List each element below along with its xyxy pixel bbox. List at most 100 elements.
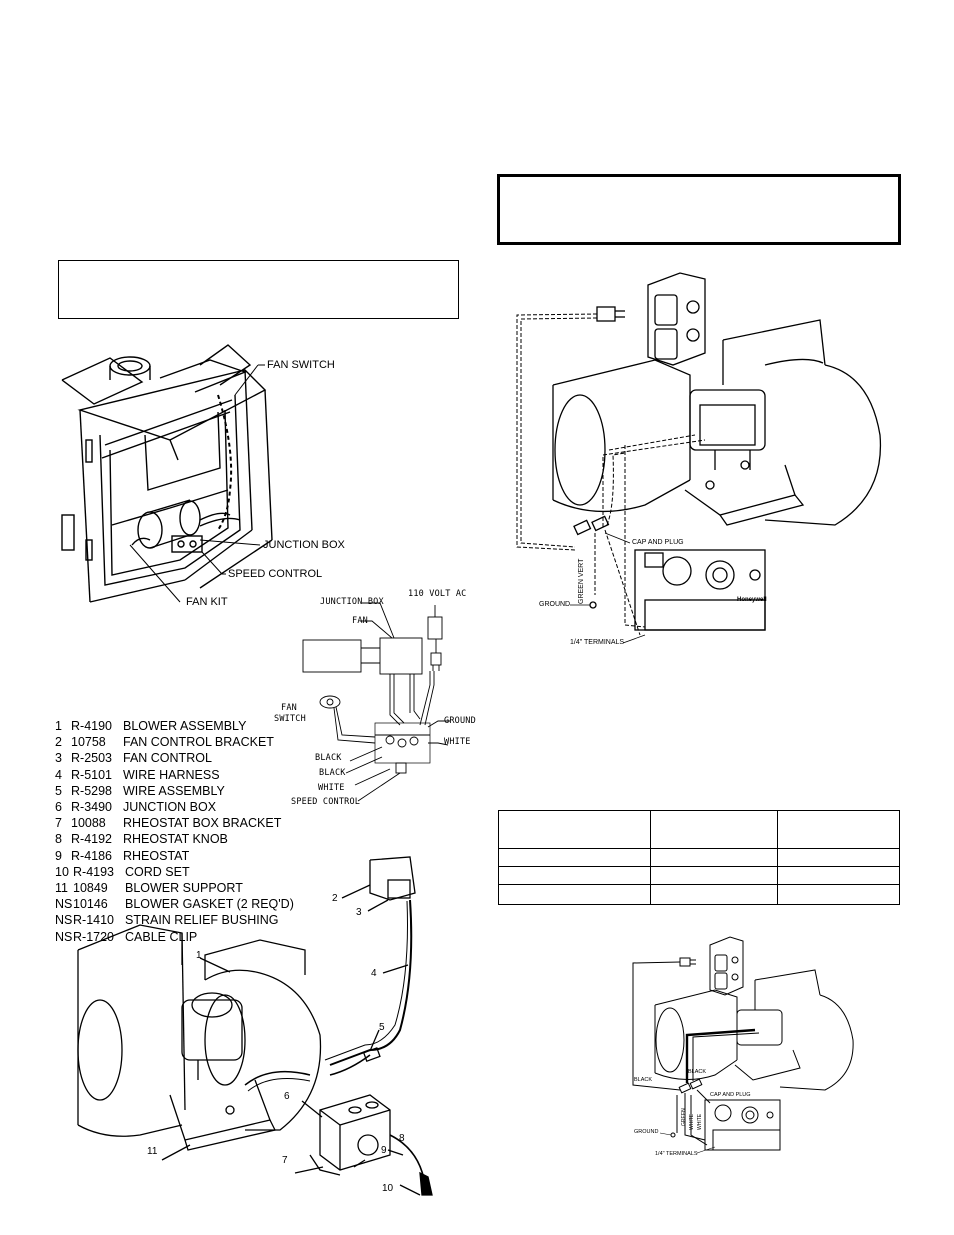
- valve-wiring-diagram-bottom: [625, 935, 865, 1165]
- wiring-black-label-2: BLACK: [319, 768, 346, 778]
- wiring-ground-label: GROUND: [444, 716, 476, 726]
- bottom-white-label-2: WHITE: [697, 1113, 703, 1130]
- part-description: RHEOSTAT KNOB: [123, 832, 228, 847]
- part-number: 10758: [71, 735, 106, 750]
- spec-cell-0-2: [777, 810, 900, 849]
- fan-switch-callout: FAN SWITCH: [267, 359, 335, 371]
- wiring-voltage-label: 110 VOLT AC: [408, 589, 467, 599]
- exploded-number-3: 3: [356, 907, 362, 918]
- parts-list-row: 8 R-4192 RHEOSTAT KNOB: [55, 831, 295, 847]
- part-item-number: 5: [55, 783, 62, 798]
- wiring-schematic-drawing: [302, 602, 450, 802]
- spec-cell-1-0: [498, 848, 651, 867]
- wiring-white-label-2: WHITE: [318, 783, 345, 793]
- part-item-number: 8: [55, 832, 62, 847]
- part-number: R-5298: [71, 783, 112, 798]
- bottom-ground-label: GROUND: [634, 1129, 659, 1135]
- part-number: R-4192: [71, 832, 112, 847]
- part-item-number: 9: [55, 848, 62, 863]
- spec-cell-2-2: [777, 866, 900, 885]
- part-item-number: 10: [55, 864, 69, 879]
- wiring-fan-label: FAN: [352, 616, 368, 626]
- part-item-number: NS: [55, 929, 73, 944]
- spec-cell-2-1: [650, 866, 778, 885]
- part-item-number: 7: [55, 816, 62, 831]
- bottom-white-label-1: WHITE: [689, 1113, 695, 1130]
- part-description: WIRE HARNESS: [123, 767, 220, 782]
- spec-cell-0-1: [650, 810, 778, 849]
- exploded-number-1: 1: [196, 950, 202, 961]
- exploded-number-2: 2: [332, 893, 338, 904]
- valve-wiring-top-drawing: [516, 272, 882, 644]
- part-description: STRAIN RELIEF BUSHING: [125, 913, 279, 928]
- bottom-green-label: GREEN: [681, 1108, 687, 1126]
- wiring-fan-switch-label-1: FAN: [281, 703, 297, 713]
- part-number: R-1410: [73, 913, 114, 928]
- right-heading-box: [497, 174, 901, 245]
- top-terminals-label: 1/4" TERMINALS: [570, 639, 625, 646]
- top-green-vert-label: GREEN VERT: [578, 558, 585, 604]
- exploded-blower-drawing: [77, 856, 433, 1196]
- left-heading-box: [58, 260, 459, 319]
- spec-cell-3-2: [777, 884, 900, 905]
- speed-control-callout: SPEED CONTROL: [228, 568, 323, 580]
- part-number: 10146: [73, 897, 108, 912]
- part-description: RHEOSTAT BOX BRACKET: [123, 816, 282, 831]
- exploded-number-9: 9: [381, 1145, 387, 1156]
- spec-cell-3-1: [650, 884, 778, 905]
- part-description: CORD SET: [125, 864, 190, 879]
- exploded-number-11: 11: [147, 1146, 158, 1157]
- part-item-number: 1: [55, 719, 62, 733]
- wiring-fan-switch-label-2: SWITCH: [274, 714, 306, 724]
- part-item-number: NS: [55, 913, 73, 928]
- exploded-number-5: 5: [379, 1022, 385, 1033]
- top-valve-brand-label: Honeywell: [737, 597, 767, 603]
- part-number: R-4190: [71, 719, 112, 733]
- wiring-speed-control-label: SPEED CONTROL: [291, 797, 361, 807]
- part-description: BLOWER GASKET (2 REQ'D): [125, 897, 294, 912]
- part-item-number: 2: [55, 735, 62, 750]
- exploded-number-7: 7: [282, 1155, 288, 1166]
- bottom-black-label-2: BLACK: [688, 1069, 707, 1075]
- part-number: R-5101: [71, 767, 112, 782]
- part-description: BLOWER SUPPORT: [125, 881, 243, 896]
- spec-cell-2-0: [498, 866, 651, 885]
- part-description: CABLE CLIP: [125, 929, 198, 944]
- wiring-black-label-1: BLACK: [315, 753, 342, 763]
- fireplace-drawing: [61, 344, 273, 603]
- part-description: WIRE ASSEMBLY: [123, 783, 225, 798]
- top-ground-label: GROUND: [539, 601, 571, 608]
- exploded-blower-view: [70, 855, 450, 1196]
- junction-box-callout: JUNCTION BOX: [263, 539, 345, 551]
- fan-kit-callout: FAN KIT: [186, 596, 228, 608]
- part-item-number: NS: [55, 897, 73, 912]
- part-number: R-2503: [71, 751, 112, 766]
- fireplace-illustration: [50, 340, 340, 610]
- part-number: R-4186: [71, 848, 112, 863]
- parts-list-row: 1 R-4190 BLOWER ASSEMBLY: [55, 718, 295, 734]
- parts-list-row: 2 10758 FAN CONTROL BRACKET: [55, 734, 295, 750]
- wiring-white-label-1: WHITE: [444, 737, 471, 747]
- part-item-number: 3: [55, 751, 62, 766]
- part-description: FAN CONTROL: [123, 751, 212, 766]
- spec-cell-0-0: [498, 810, 651, 849]
- part-description: BLOWER ASSEMBLY: [123, 719, 247, 733]
- exploded-number-4: 4: [371, 968, 377, 979]
- parts-list-row: 5 R-5298 WIRE ASSEMBLY: [55, 783, 295, 799]
- part-item-number: 4: [55, 767, 62, 782]
- part-description: FAN CONTROL BRACKET: [123, 735, 274, 750]
- spec-cell-1-2: [777, 848, 900, 867]
- part-number: R-3490: [71, 800, 112, 815]
- spec-cell-3-0: [498, 884, 651, 905]
- exploded-number-8: 8: [399, 1133, 405, 1144]
- parts-list-row: 4 R-5101 WIRE HARNESS: [55, 767, 295, 783]
